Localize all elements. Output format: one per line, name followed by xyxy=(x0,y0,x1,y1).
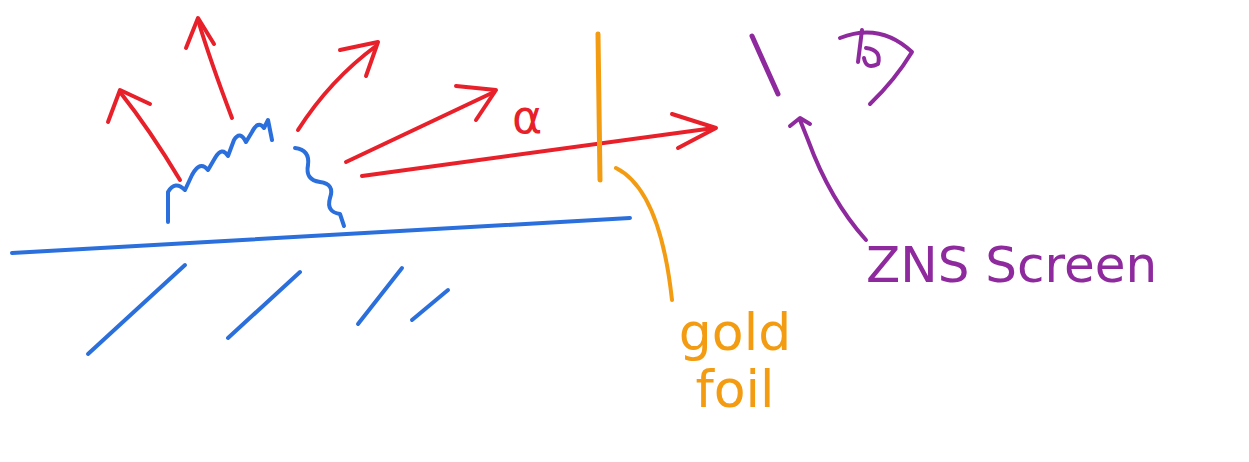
screen-label: ZNS Screen xyxy=(866,238,1157,293)
alpha-ray xyxy=(198,20,232,118)
alpha-ray xyxy=(298,46,376,130)
arrowhead xyxy=(456,86,496,120)
eye-outline xyxy=(858,30,862,62)
hatch-line xyxy=(412,290,448,320)
hatch-line xyxy=(228,272,300,338)
hatch-line xyxy=(358,268,402,324)
zns-screen xyxy=(752,36,778,94)
arrowhead xyxy=(108,90,150,122)
hatch-line xyxy=(88,265,185,354)
arrowhead xyxy=(340,42,378,76)
arrowhead xyxy=(672,114,716,148)
foil-label: gold foil xyxy=(640,304,830,418)
leader-line xyxy=(616,168,672,300)
gold-foil xyxy=(598,34,600,180)
eye-outline xyxy=(840,32,912,104)
source-outline xyxy=(295,148,344,226)
leader-line xyxy=(790,118,866,240)
ground-line xyxy=(12,218,630,253)
alpha-ray xyxy=(346,92,494,162)
arrowhead xyxy=(186,18,214,48)
source-outline xyxy=(168,120,272,222)
eye-pupil xyxy=(864,48,879,66)
alpha-label: α xyxy=(512,92,542,143)
